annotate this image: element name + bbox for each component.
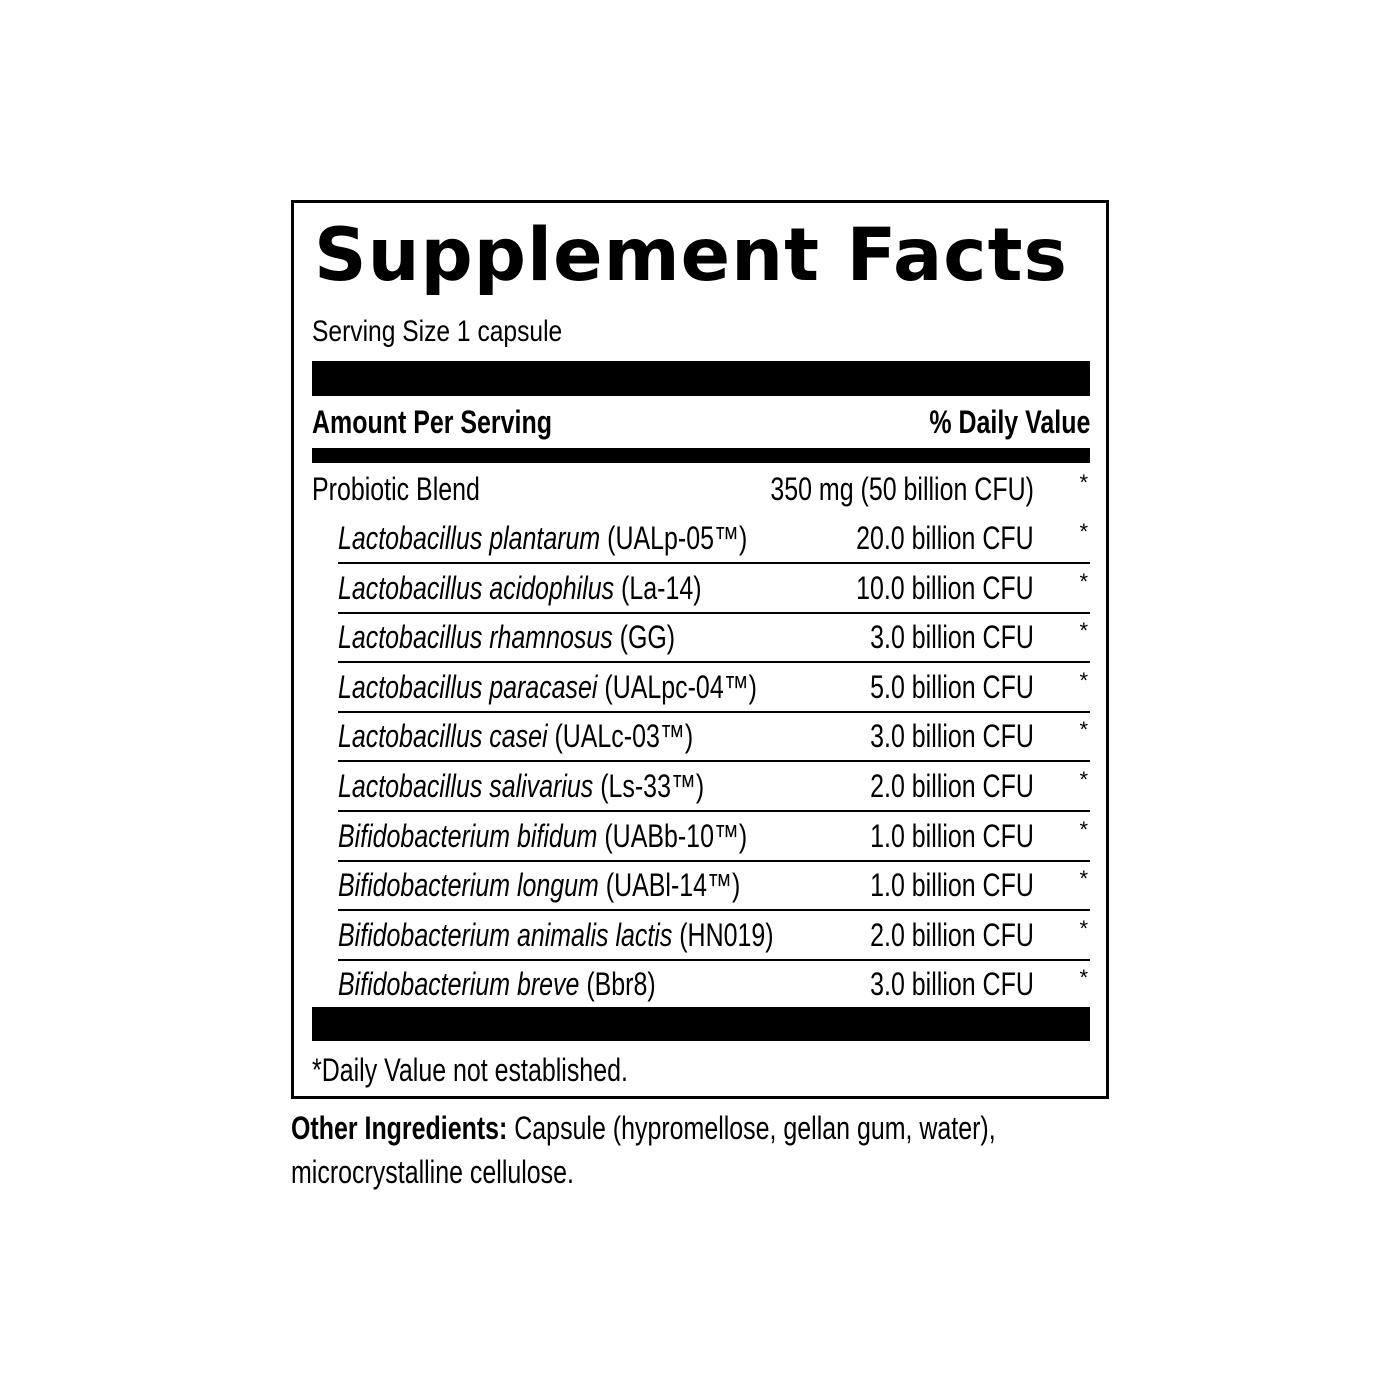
- strain-amount: 20.0 billion CFU: [856, 520, 1034, 556]
- strain-amount: 5.0 billion CFU: [870, 668, 1034, 705]
- strain-row: Lactobacillus salivarius (Ls-33™) 2.0 bi…: [338, 762, 1090, 812]
- panel-content: Supplement Facts Serving Size 1 capsule …: [312, 203, 1090, 1096]
- thick-divider-top: [312, 361, 1090, 396]
- strain-name: Lactobacillus salivarius (Ls-33™): [338, 762, 704, 810]
- strain-daily-value: *: [1079, 717, 1088, 743]
- strain-row: Lactobacillus paracasei (UALpc-04™) 5.0 …: [338, 663, 1090, 713]
- strain-daily-value: *: [1079, 568, 1088, 594]
- serving-size: Serving Size 1 capsule: [312, 315, 563, 348]
- strain-code: (UABl-14™): [598, 867, 741, 904]
- strain-row: Lactobacillus plantarum (UALp-05™) 20.0 …: [338, 514, 1090, 564]
- panel-title: Supplement Facts: [314, 213, 1068, 298]
- strain-species: Bifidobacterium bifidum: [338, 817, 598, 854]
- strain-name: Bifidobacterium animalis lactis (HN019): [338, 911, 774, 959]
- other-ingredients-label: Other Ingredients:: [291, 1110, 508, 1146]
- strain-species: Lactobacillus rhamnosus: [338, 619, 613, 656]
- strain-row: Lactobacillus acidophilus (La-14) 10.0 b…: [338, 564, 1090, 614]
- strain-daily-value: *: [1079, 767, 1088, 792]
- strain-name: Lactobacillus plantarum (UALp-05™): [338, 514, 747, 562]
- strain-species: Bifidobacterium animalis lactis: [338, 916, 673, 953]
- strain-daily-value: *: [1079, 866, 1088, 892]
- strain-amount: 3.0 billion CFU: [870, 966, 1034, 1003]
- strain-species: Lactobacillus paracasei: [338, 668, 598, 705]
- other-ingredients-text: Capsule (hypromellose, gellan gum, water…: [291, 1110, 996, 1190]
- blend-name: Probiotic Blend: [312, 471, 480, 507]
- strain-amount: 2.0 billion CFU: [870, 768, 1034, 804]
- strain-daily-value: *: [1079, 816, 1088, 842]
- strain-daily-value: *: [1079, 915, 1088, 941]
- amount-per-serving-header: Amount Per Serving: [312, 404, 552, 440]
- strain-code: (UALp-05™): [600, 520, 748, 556]
- strain-amount: 10.0 billion CFU: [856, 569, 1034, 606]
- strain-daily-value: *: [1079, 519, 1088, 544]
- strain-code: (UALpc-04™): [597, 668, 757, 705]
- daily-value-footnote: *Daily Value not established.: [312, 1052, 628, 1088]
- strain-code: (UALc-03™): [547, 718, 694, 755]
- strain-name: Lactobacillus casei (UALc-03™): [338, 712, 693, 760]
- strain-species: Bifidobacterium longum: [338, 867, 599, 904]
- strain-species: Lactobacillus salivarius: [338, 768, 594, 804]
- strain-name: Bifidobacterium longum (UABl-14™): [338, 861, 740, 909]
- strain-code: (La-14): [614, 569, 702, 606]
- strain-name: Bifidobacterium bifidum (UABb-10™): [338, 812, 747, 860]
- supplement-facts-panel: Supplement Facts Serving Size 1 capsule …: [291, 200, 1109, 1099]
- strain-name: Lactobacillus paracasei (UALpc-04™): [338, 663, 757, 711]
- strain-amount: 1.0 billion CFU: [870, 817, 1034, 854]
- blend-row: Probiotic Blend 350 mg (50 billion CFU) …: [312, 465, 1090, 513]
- other-ingredients: Other Ingredients: Capsule (hypromellose…: [291, 1106, 1071, 1194]
- strain-row: Bifidobacterium animalis lactis (HN019) …: [338, 911, 1090, 961]
- thick-divider-bottom: [312, 1007, 1090, 1041]
- strain-species: Lactobacillus casei: [338, 718, 548, 755]
- strain-name: Lactobacillus acidophilus (La-14): [338, 564, 702, 612]
- strain-daily-value: *: [1079, 667, 1088, 693]
- strain-code: (HN019): [672, 916, 774, 953]
- strain-row: Bifidobacterium breve (Bbr8) 3.0 billion…: [338, 960, 1090, 1008]
- strain-daily-value: *: [1079, 965, 1088, 991]
- strain-species: Lactobacillus acidophilus: [338, 569, 615, 606]
- strain-name: Bifidobacterium breve (Bbr8): [338, 960, 656, 1008]
- thick-divider-middle: [312, 448, 1090, 463]
- strain-code: (GG): [612, 619, 676, 656]
- blend-amount: 350 mg (50 billion CFU): [770, 471, 1034, 507]
- strain-daily-value: *: [1079, 618, 1088, 644]
- strain-species: Lactobacillus plantarum: [338, 520, 601, 556]
- strain-code: (UABb-10™): [597, 817, 748, 854]
- daily-value-header: % Daily Value: [929, 404, 1090, 440]
- strain-amount: 3.0 billion CFU: [870, 718, 1034, 755]
- blend-daily-value: *: [1079, 470, 1088, 495]
- strain-amount: 2.0 billion CFU: [870, 916, 1034, 953]
- strain-row: Lactobacillus casei (UALc-03™) 3.0 billi…: [338, 712, 1090, 763]
- strain-row: Bifidobacterium longum (UABl-14™) 1.0 bi…: [338, 861, 1090, 912]
- strain-amount: 1.0 billion CFU: [870, 867, 1034, 904]
- strain-amount: 3.0 billion CFU: [870, 619, 1034, 656]
- strain-row: Bifidobacterium bifidum (UABb-10™) 1.0 b…: [338, 812, 1090, 862]
- strain-name: Lactobacillus rhamnosus (GG): [338, 613, 675, 661]
- strain-code: (Ls-33™): [593, 768, 705, 804]
- strain-species: Bifidobacterium breve: [338, 966, 580, 1003]
- strain-row: Lactobacillus rhamnosus (GG) 3.0 billion…: [338, 613, 1090, 664]
- strain-code: (Bbr8): [579, 966, 656, 1003]
